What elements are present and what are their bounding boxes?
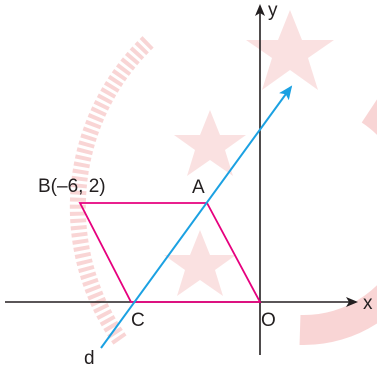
point-b-label: B(–6, 2) [38,176,106,197]
parallelogram [78,202,262,303]
x-axis-label: x [363,293,373,314]
line-d [100,85,293,349]
point-o-label: O [261,310,276,331]
line-d-label: d [84,348,95,369]
point-a-label: A [192,177,205,198]
point-c-label: C [131,310,145,331]
y-axis-label: y [268,0,278,21]
watermark-seal [69,10,377,346]
